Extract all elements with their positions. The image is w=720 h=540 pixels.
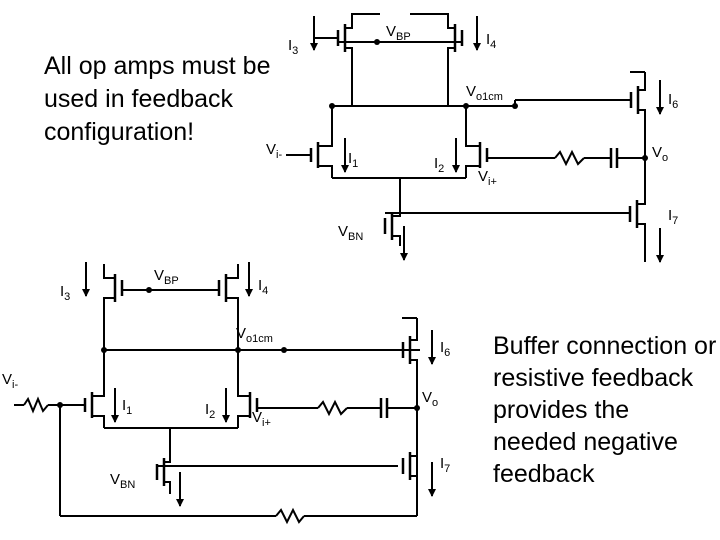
label-vbn-bottom: VBN — [110, 471, 135, 491]
label-vbp: VBP — [386, 23, 411, 43]
label-vo1cm: Vo1cm — [466, 83, 503, 103]
label-vo: Vo — [652, 144, 668, 164]
label-vbp-bottom: VBP — [154, 267, 179, 287]
nmos-m2-bottom — [222, 388, 259, 428]
label-i3-bottom: I3 — [60, 283, 70, 303]
label-i2: I2 — [434, 155, 444, 175]
label-i3: I3 — [288, 37, 298, 57]
label-vip-bottom: Vi+ — [252, 409, 271, 429]
nmos-tail — [383, 210, 408, 261]
label-vin: Vi- — [266, 141, 282, 161]
resistive-feedback-opamp-circuit — [14, 262, 436, 525]
label-i2-bottom: I2 — [205, 401, 215, 421]
nmos-m2 — [452, 138, 489, 178]
label-vip: Vi+ — [478, 168, 497, 188]
nmos-m1 — [286, 138, 349, 178]
label-i7-bottom: I7 — [440, 455, 450, 475]
pmos-m3 — [310, 13, 380, 60]
pmos-m4-bottom — [217, 262, 253, 350]
label-i1-bottom: I1 — [122, 397, 132, 417]
note-feedback-requirement: All op amps must be used in feedback con… — [44, 52, 271, 146]
nmos-m7-bottom — [401, 408, 436, 500]
label-i4: I4 — [486, 31, 496, 51]
label-vo-bottom: Vo — [422, 389, 438, 409]
buffer-opamp-circuit — [286, 13, 664, 263]
pmos-m3-bottom — [82, 262, 124, 350]
label-vo1cm-bottom: Vo1cm — [236, 325, 273, 345]
label-i7: I7 — [668, 207, 678, 227]
label-i6: I6 — [668, 91, 678, 111]
label-i6-bottom: I6 — [440, 339, 450, 359]
label-vin-bottom: Vi- — [2, 371, 18, 391]
label-vbn: VBN — [338, 223, 363, 243]
pmos-m4 — [410, 13, 481, 62]
label-i4-bottom: I4 — [258, 277, 268, 297]
pmos-m6 — [514, 71, 664, 158]
nmos-m1-bottom — [83, 388, 119, 428]
label-i1: I1 — [348, 150, 358, 170]
pmos-m6-bottom — [401, 317, 436, 408]
nmos-m7 — [628, 158, 664, 263]
nmos-tail-bottom — [155, 456, 184, 507]
note-buffer-connection: Buffer connection or resistive feedback … — [493, 332, 717, 488]
